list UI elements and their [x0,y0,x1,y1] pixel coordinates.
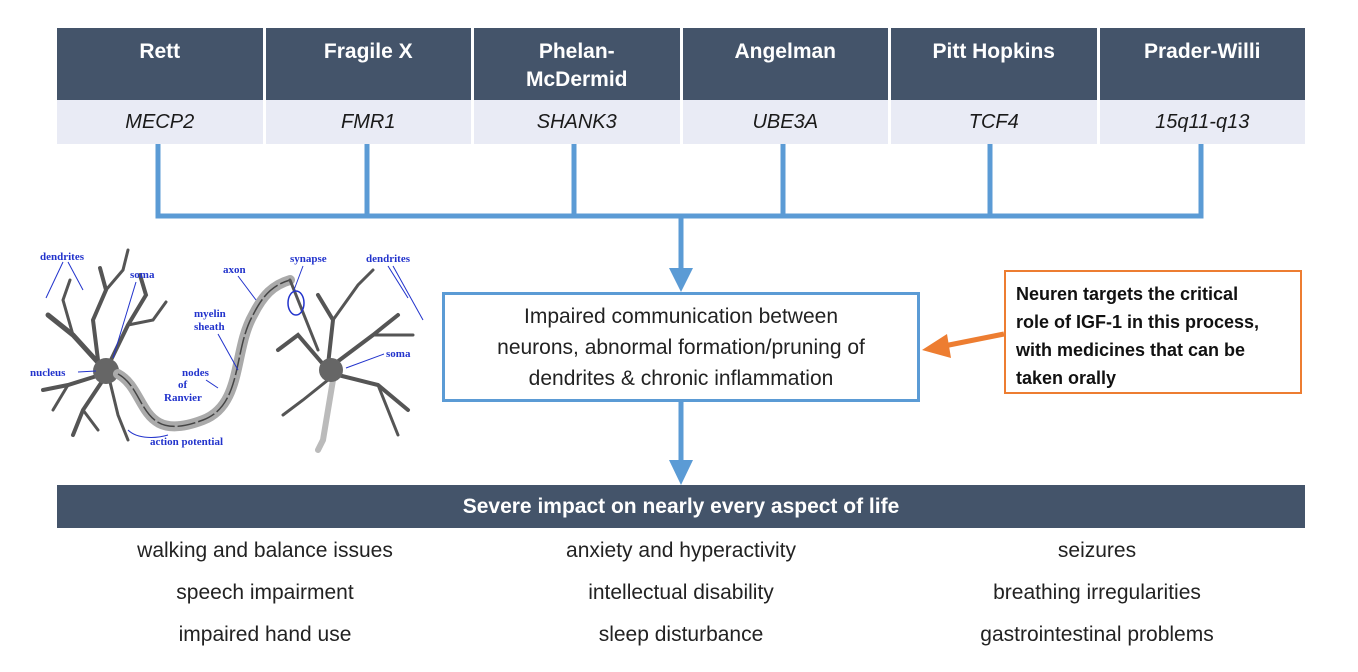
impact-item: gastrointestinal problems [980,623,1214,646]
process-line: dendrites & chronic inflammation [528,366,834,390]
disorder-column: Pitt Hopkins TCF4 [891,28,1097,144]
label-ranvier: Ranvier [164,392,202,404]
process-box: Impaired communication between neurons, … [442,292,920,402]
disorder-name: Pitt Hopkins [891,28,1097,100]
gene-name: UBE3A [682,100,888,144]
neuron-dendrites-right [276,268,415,453]
label-synapse: synapse [290,253,327,265]
process-line: Impaired communication between [524,304,838,328]
impact-item: seizures [1057,539,1137,562]
neuron-illustration: dendrites soma nucleus axon myelin sheat… [30,248,424,453]
arrow-down-icon [669,460,693,485]
disorder-name: Prader-Willi [1099,28,1305,100]
disorder-column: Fragile X FMR1 [265,28,471,144]
impact-item: anxiety and hyperactivity [566,539,796,562]
label-sheath: sheath [194,321,225,333]
label-action-potential: action potential [150,436,223,448]
label-axon: axon [223,264,246,276]
disorder-table: Rett MECP2 Fragile X FMR1 Phelan-McDermi… [57,28,1305,144]
disorder-name: Fragile X [265,28,471,100]
label-nodes: nodes [182,367,210,379]
arrow-left-icon [922,334,951,358]
impact-title: Severe impact on nearly every aspect of … [462,494,900,518]
synapse-marker [287,290,305,316]
arrow-down-icon [669,268,693,292]
soma-left [93,358,119,384]
label-pointers [45,261,424,438]
label-dendrites: dendrites [40,251,85,263]
label-soma: soma [130,269,155,281]
neuron-dendrites-left [41,248,168,442]
label-of: of [178,379,188,391]
gene-name: TCF4 [891,100,1097,144]
disorder-column: Prader-Willi 15q11-q13 [1099,28,1305,144]
disorder-name: Phelan-McDermid [474,28,680,100]
soma-right [319,358,343,382]
impact-item: impaired hand use [178,623,352,646]
neuren-callout: Neuren targets the critical role of IGF-… [1004,270,1302,394]
impact-item: breathing irregularities [993,581,1201,604]
impact-list: walking and balance issues anxiety and h… [57,530,1305,660]
disorder-name: Angelman [682,28,888,100]
gene-name: 15q11-q13 [1099,100,1305,144]
impact-item: walking and balance issues [137,539,393,562]
callout-line: with medicines that can be [1016,340,1246,360]
gene-name: SHANK3 [474,100,680,144]
gene-name: MECP2 [57,100,263,144]
label-dendrites: dendrites [366,253,411,265]
impact-item: intellectual disability [588,581,774,604]
impact-banner: Severe impact on nearly every aspect of … [57,485,1305,528]
callout-line: taken orally [1016,368,1117,388]
gene-name: FMR1 [265,100,471,144]
process-line: neurons, abnormal formation/pruning of [497,335,865,359]
label-soma: soma [386,348,411,360]
callout-line: role of IGF-1 in this process, [1016,312,1260,332]
disorder-column: Phelan-McDermid SHANK3 [474,28,680,144]
impact-item: sleep disturbance [598,623,764,646]
callout-line: Neuren targets the critical [1016,284,1239,304]
disorder-name: Rett [57,28,263,100]
label-myelin: myelin [194,308,226,320]
label-nucleus: nucleus [30,367,66,379]
disorder-column: Rett MECP2 [57,28,263,144]
disorder-column: Angelman UBE3A [682,28,888,144]
impact-item: speech impairment [176,581,354,604]
